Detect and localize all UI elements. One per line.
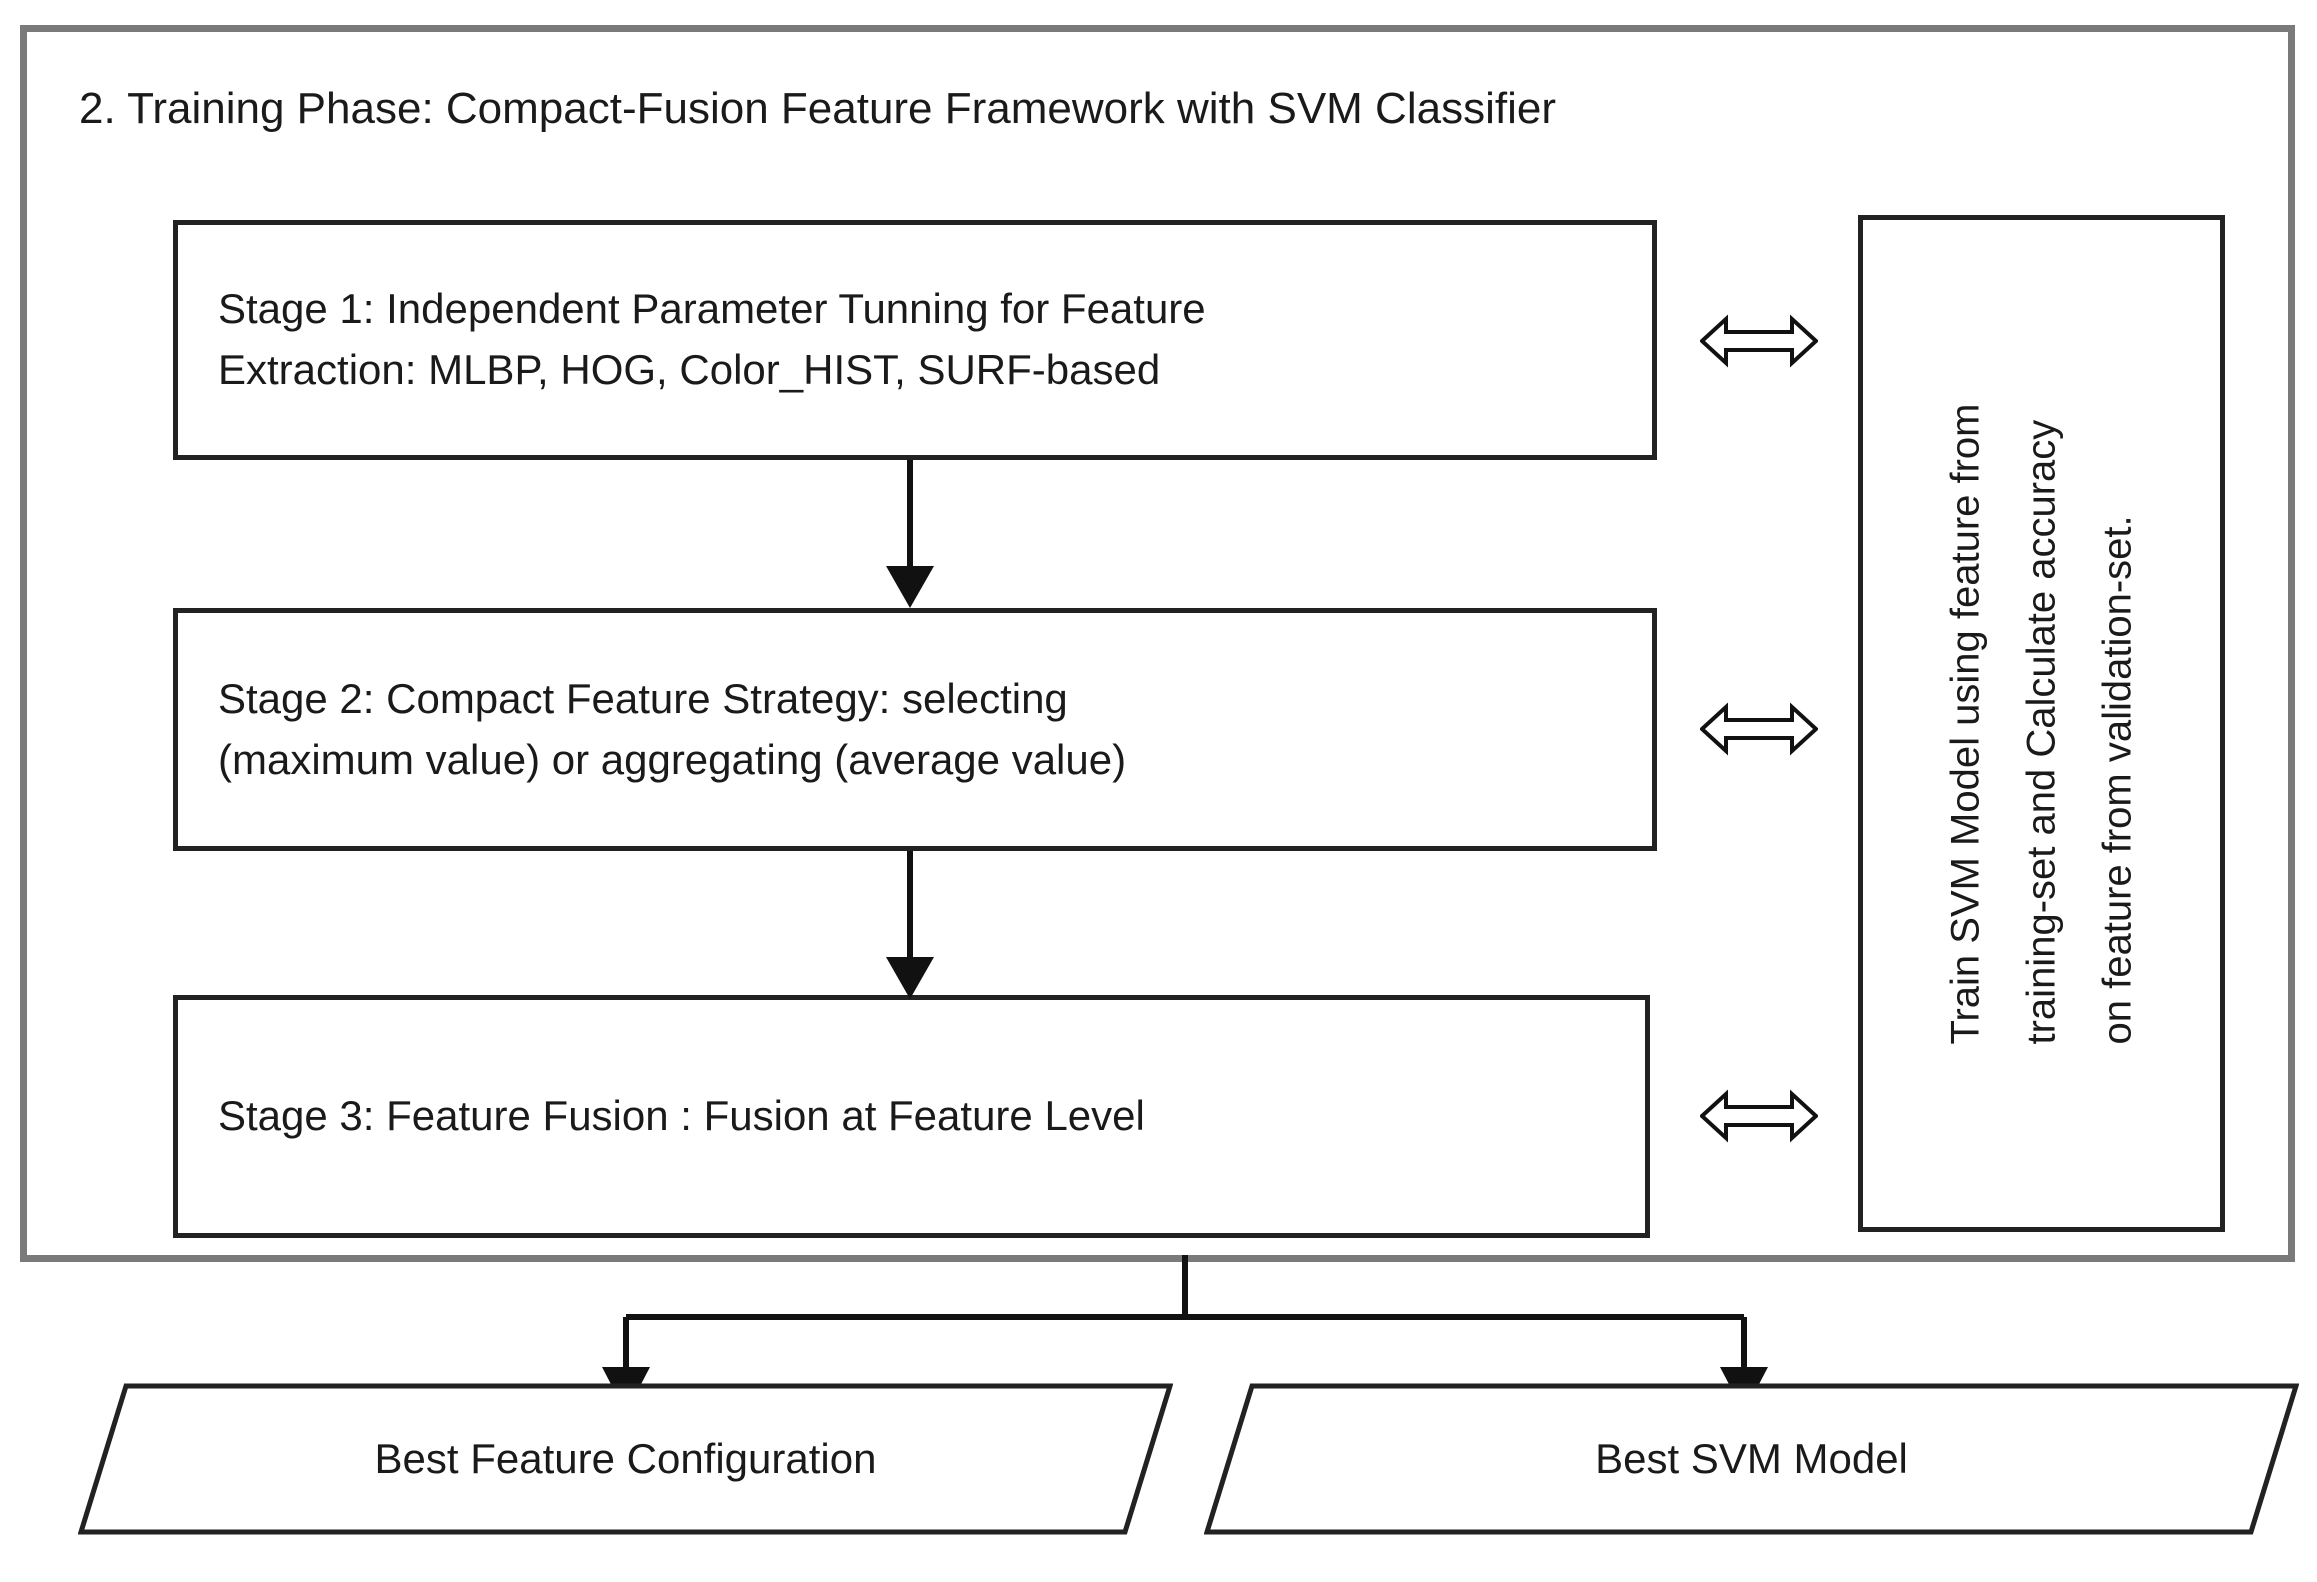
output-best-svm-model[interactable]: Best SVM Model (1204, 1383, 2299, 1535)
arrow-down-stage1-to-stage2-icon (886, 460, 934, 608)
svm-panel-line-1: Train SVM Model using feature from (1943, 403, 1988, 1044)
stage-2-line-1: Stage 2: Compact Feature Strategy: selec… (218, 674, 1068, 722)
svm-panel-text: Train SVM Model using feature from train… (1928, 403, 2156, 1044)
double-headed-arrow-stage1-icon (1700, 310, 1818, 372)
stage-2-box[interactable]: Stage 2: Compact Feature Strategy: selec… (173, 608, 1657, 851)
svm-panel-line-3: on feature from validation-set. (2095, 514, 2140, 1044)
svm-panel-text-wrapper: Train SVM Model using feature from train… (1863, 220, 2220, 1227)
stage-1-line-2: Extraction: MLBP, HOG, Color_HIST, SURF-… (218, 346, 1161, 393)
output-best-feature-configuration[interactable]: Best Feature Configuration (78, 1383, 1173, 1535)
arrow-shaft (907, 460, 913, 570)
arrow-shaft (907, 851, 913, 961)
stage-1-line-1: Stage 1: Independent Parameter Tunning f… (218, 285, 1206, 333)
arrow-head (886, 957, 934, 999)
double-headed-arrow-stage2-icon (1700, 698, 1818, 760)
output-label: Best SVM Model (1595, 1435, 1908, 1482)
arrow-down-stage2-to-stage3-icon (886, 851, 934, 999)
output-label: Best Feature Configuration (374, 1435, 877, 1482)
double-headed-arrow-stage3-icon (1700, 1085, 1818, 1147)
svm-panel-line-2: training-set and Calculate accuracy (2019, 419, 2064, 1044)
stage-1-box[interactable]: Stage 1: Independent Parameter Tunning f… (173, 220, 1657, 460)
stage-3-box[interactable]: Stage 3: Feature Fusion : Fusion at Feat… (173, 995, 1650, 1238)
arrow-head (886, 566, 934, 608)
stage-3-line-1: Stage 3: Feature Fusion : Fusion at Feat… (218, 1092, 1145, 1140)
page-title: 2. Training Phase: Compact-Fusion Featur… (79, 84, 1556, 133)
parallelogram-shape (1204, 1383, 2299, 1535)
parallelogram-shape (78, 1383, 1173, 1535)
stage-2-line-2: (maximum value) or aggregating (average … (218, 735, 1127, 783)
svm-training-panel[interactable]: Train SVM Model using feature from train… (1858, 215, 2225, 1232)
